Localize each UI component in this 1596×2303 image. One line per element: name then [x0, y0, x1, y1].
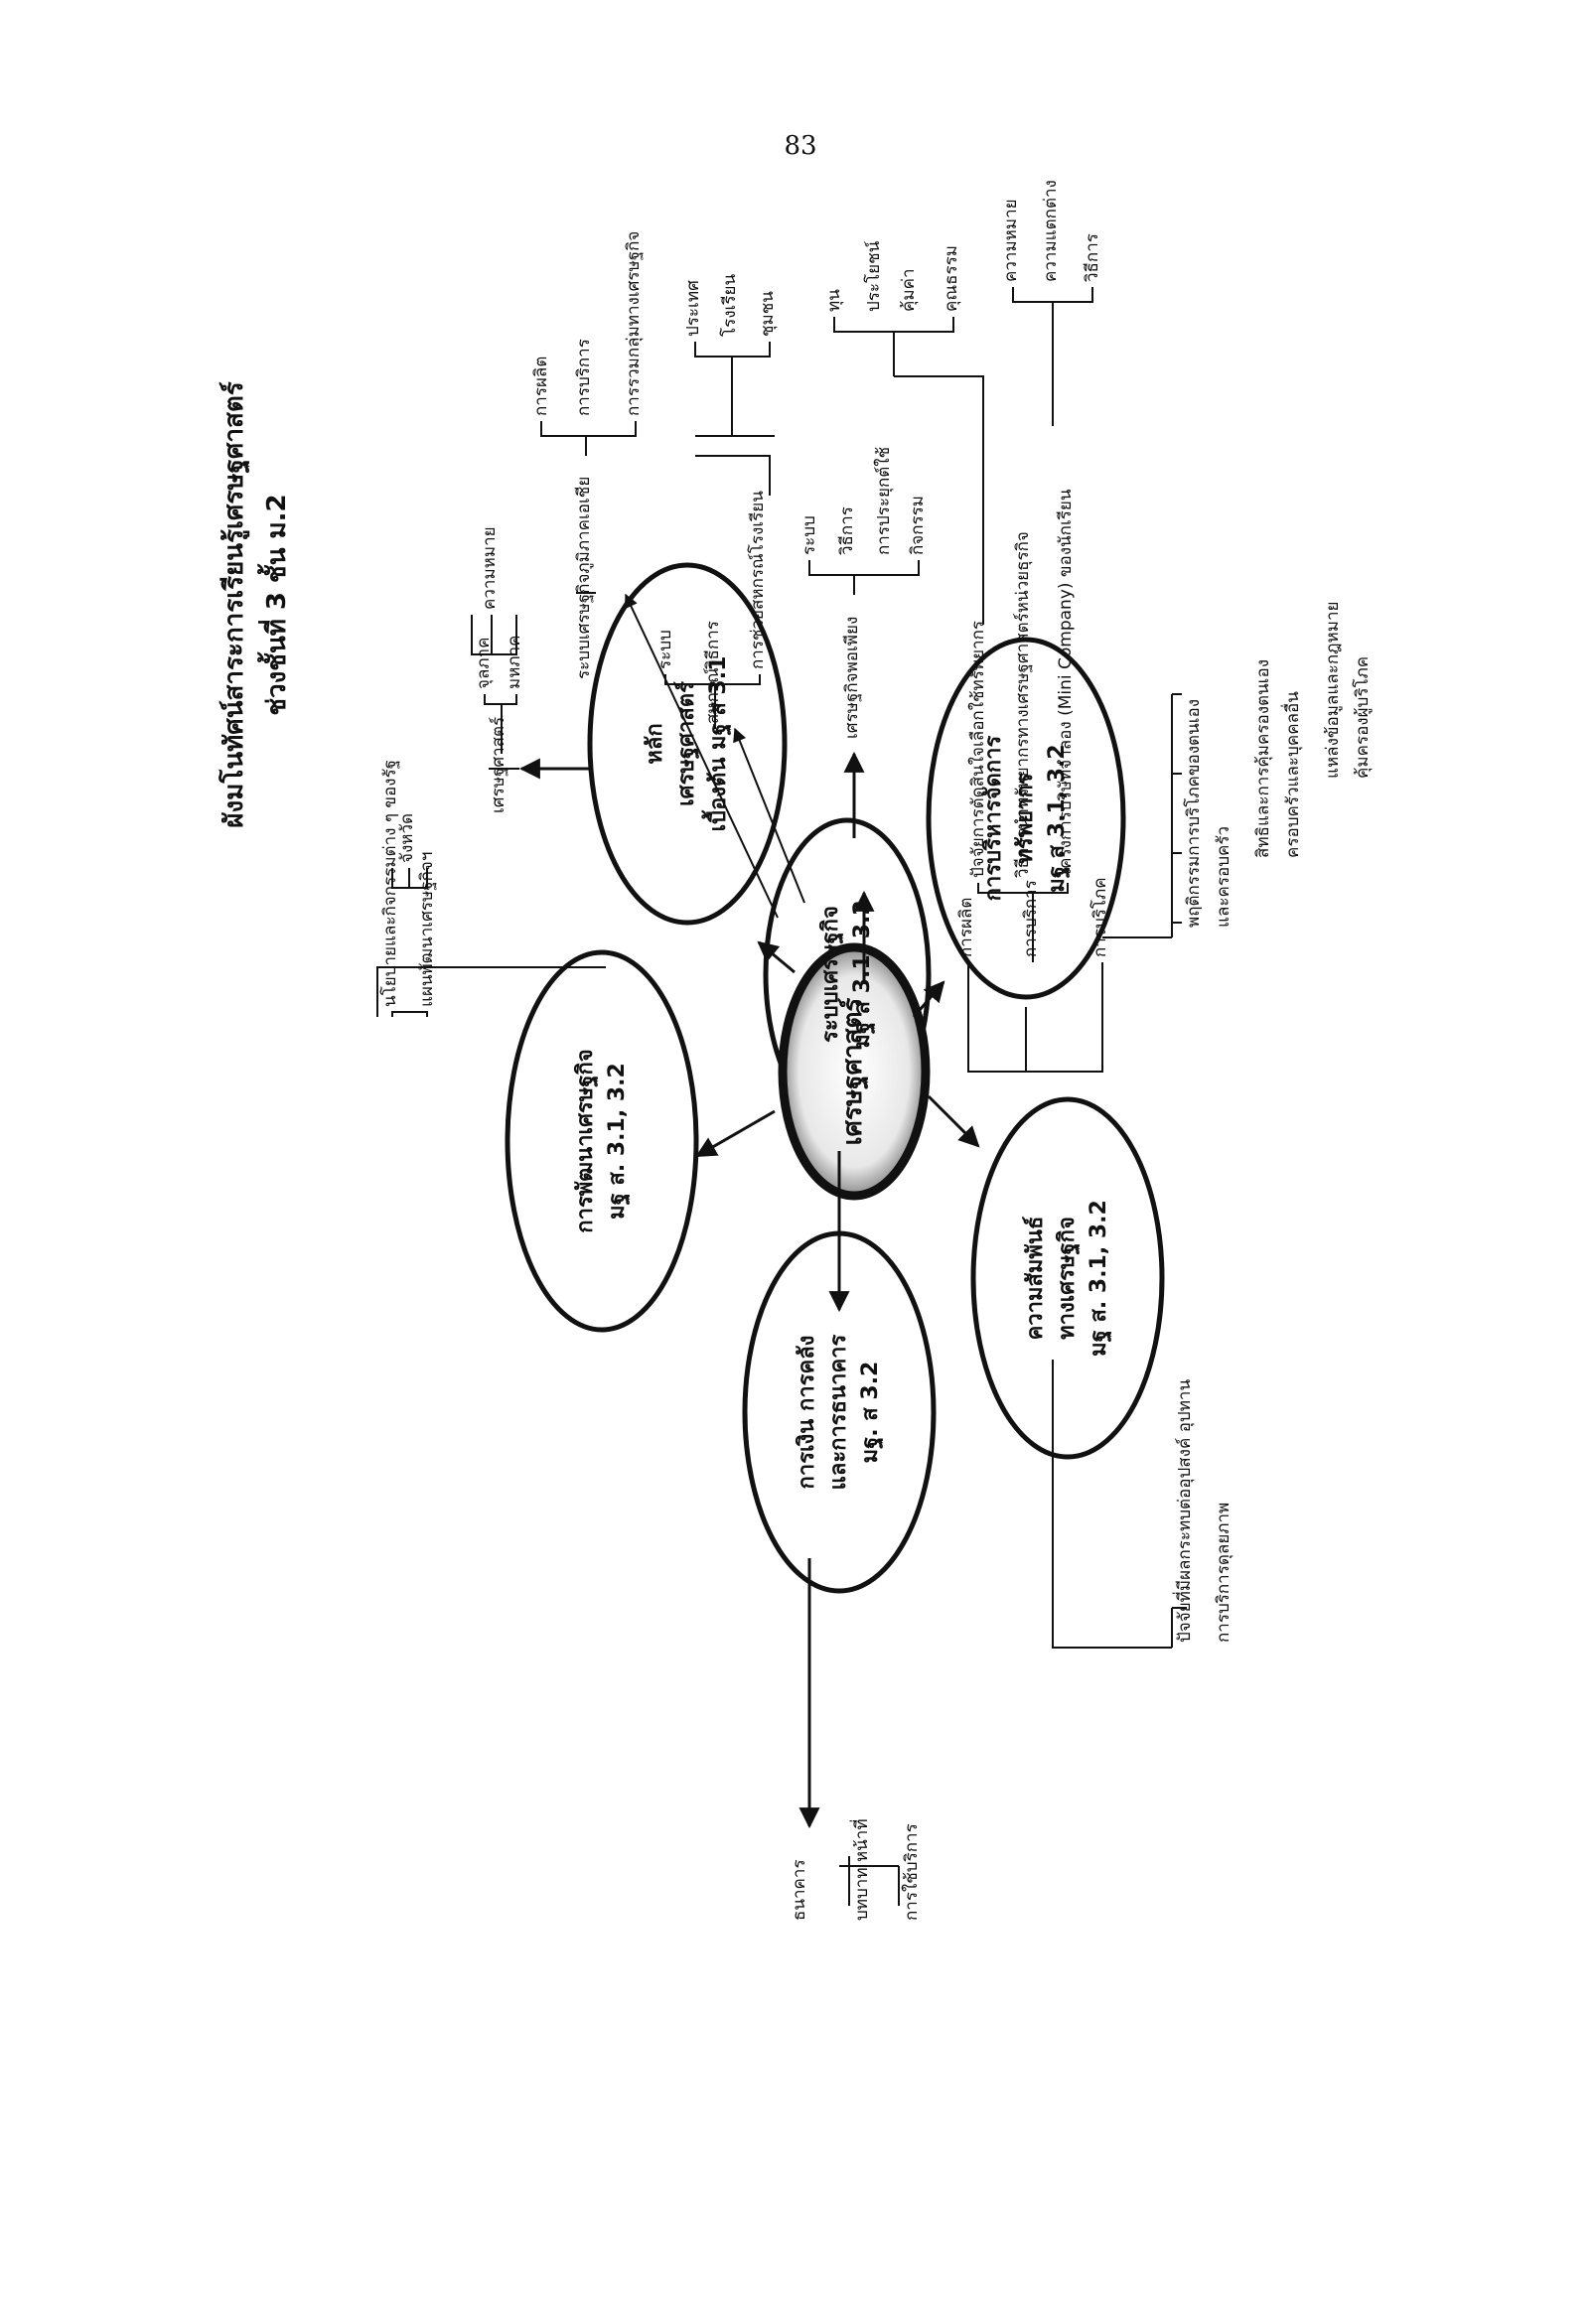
- system-asia-service: การบริการ: [574, 339, 594, 416]
- node-relations: ความสัมพันธ์ ทางเศรษฐกิจ มฐ ส. 3.1, 3.2: [1020, 1200, 1115, 1357]
- system-coop-community: ชุมชน: [758, 291, 778, 337]
- resources-consume-2: และครอบครัว: [1214, 825, 1233, 928]
- node-system-line2: มฐ ส 3.1, 3.2: [850, 900, 875, 1049]
- resources-consume-6: คุ้มครองผู้บริโภค: [1353, 655, 1373, 779]
- system-suff-apply: การประยุกต์ใช้: [874, 446, 894, 555]
- finance-role: บทบาท หน้าที่: [852, 1818, 872, 1921]
- system-suff-activity: กิจกรรม: [908, 495, 928, 555]
- principles-macro: มหภาค: [505, 635, 524, 689]
- finance-service: การใช้บริการ: [902, 1823, 922, 1921]
- system-suff-system: ระบบ: [799, 515, 819, 555]
- node-relations-line3: มฐ ส. 3.1, 3.2: [1086, 1200, 1111, 1357]
- resources-factor-worth: คุ้มค่า: [899, 268, 919, 313]
- system-asia: ระบบเศรษฐกิจภูมิภาคเอเชีย: [574, 476, 594, 679]
- resources-factor-capital: ทุน: [824, 289, 844, 312]
- resources-mini-difference: ความแตกต่าง: [1041, 180, 1061, 282]
- resources-method: วิธีการนำทรัพยากรทางเศรษฐศาสตร์หน่วยธุรก…: [1013, 531, 1033, 878]
- node-relations-line1: ความสัมพันธ์: [1023, 1216, 1049, 1341]
- node-development-line1: การพัฒนาเศรษฐกิจ: [573, 1049, 599, 1233]
- diagram-subtitle: ช่วงชั้นที่ 3 ชั้น ม.2: [262, 494, 292, 716]
- dev-sub-province: จังหวัด: [397, 812, 417, 863]
- resources-service: การบริการ: [1021, 880, 1041, 957]
- system-coop: สหกรณ์: [703, 667, 723, 724]
- system-suff-method: วิธีการ: [837, 506, 857, 555]
- node-finance-line3: มฐ. ส 3.2: [857, 1361, 883, 1464]
- resources-factor-virtue: คุณธรรม: [942, 245, 961, 312]
- node-finance-line1: การเงิน การคลัง: [795, 1335, 820, 1490]
- system-coop-school-help: การช่วยสหกรณ์โรงเรียน: [748, 491, 768, 669]
- principles-meaning: ความหมาย: [480, 526, 500, 610]
- resources-mini-meaning: ความหมาย: [1001, 199, 1021, 282]
- dev-item-plan: แผนพัฒนาเศรษฐกิจฯ: [417, 851, 437, 1007]
- resources-consume-3: สิทธิและการคุ้มครองตนเอง: [1253, 658, 1273, 858]
- system-coop-country: ประเทศ: [683, 280, 703, 337]
- ellipse-relations: [970, 1096, 1165, 1460]
- resources-factor-benefit: ประโยชน์: [864, 240, 884, 312]
- page-number: 83: [784, 131, 817, 161]
- node-principles-line1: หลัก: [643, 723, 668, 765]
- node-development-line2: มฐ ส. 3.1, 3.2: [605, 1063, 630, 1220]
- node-system-line1: ระบบเศรษฐกิจ: [818, 906, 844, 1043]
- diagram-title: ผังมโนทัศน์สาระการเรียนรู้เศรษฐศาสตร์: [219, 381, 249, 828]
- relations-item-demand: ปัจจัยที่มีผลกระทบต่ออุปสงค์ อุปทาน: [1175, 1378, 1195, 1643]
- resources-consume-5: แหล่งข้อมูลและกฎหมาย: [1323, 601, 1343, 779]
- resources-consume-4: ครอบครัวและบุคคลอื่น: [1283, 691, 1303, 858]
- ellipse-resources: [926, 637, 1126, 1000]
- principles-micro: จุลภาค: [474, 637, 494, 689]
- resources-factor: ปัจจัยการตัดสินใจเลือกใช้ทรัพยากร: [968, 620, 988, 878]
- system-asia-production: การผลิต: [531, 356, 551, 416]
- node-system: ระบบเศรษฐกิจ มฐ ส 3.1, 3.2: [815, 900, 879, 1048]
- resources-consume-1: พฤติกรรมการบริโภคของตนเอง: [1184, 698, 1204, 928]
- system-sufficiency: เศรษฐกิจพอเพียง: [842, 616, 862, 739]
- ellipse-principles: [587, 562, 788, 926]
- node-finance-line2: และการธนาคาร: [826, 1334, 852, 1491]
- resources-mini-company: โครงการบริษัทจำลอง (Mini Company) ของนัก…: [1056, 489, 1076, 878]
- system-coop-method: วิธีการ: [703, 621, 723, 669]
- finance-bank: ธนาคาร: [790, 1859, 809, 1921]
- node-development: การพัฒนาเศรษฐกิจ มฐ ส. 3.1, 3.2: [570, 1049, 634, 1232]
- node-relations-line2: ทางเศรษฐกิจ: [1055, 1217, 1081, 1340]
- resources-mini-method: วิธีการ: [1083, 233, 1102, 282]
- ellipse-center: [778, 942, 931, 1201]
- system-coop-system: ระบบ: [655, 630, 675, 669]
- dev-item-policy: นโยบายและกิจกรรมต่าง ๆ ของรัฐ: [380, 760, 400, 1007]
- resources-production: การผลิต: [956, 897, 976, 957]
- node-finance: การเงิน การคลัง และการธนาคาร มฐ. ส 3.2: [792, 1335, 887, 1491]
- system-coop-school: โรงเรียน: [720, 273, 740, 337]
- relations-item-equilibrium: การบริการดุลยภาพ: [1214, 1502, 1233, 1643]
- principles-head: เศรษฐศาสตร์: [489, 716, 508, 813]
- resources-consumption: การบริโภค: [1090, 877, 1110, 957]
- system-asia-grouping: การรวมกลุ่มทางเศรษฐกิจ: [624, 230, 644, 416]
- node-principles-line2: เศรษฐศาสตร์: [674, 681, 700, 806]
